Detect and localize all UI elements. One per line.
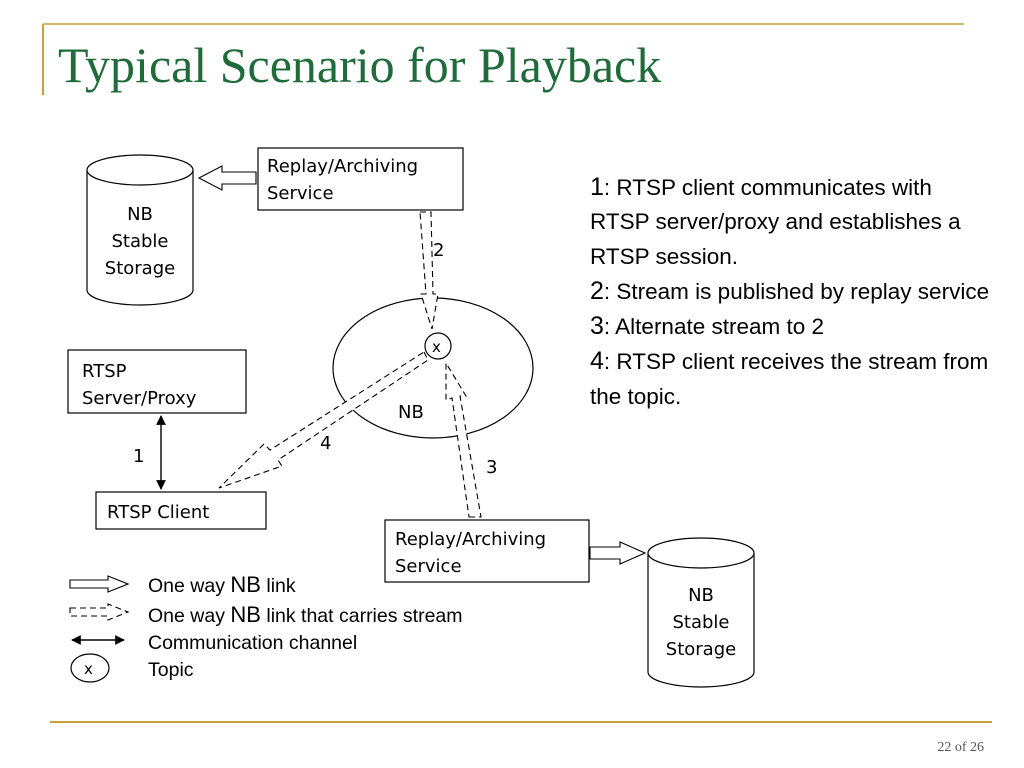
step-4: 4: RTSP client receives the stream from … xyxy=(590,344,990,414)
topic-node-label: x xyxy=(432,338,441,356)
rtsp-server-line1: RTSP xyxy=(82,361,127,382)
step-2-text: : Stream is published by replay service xyxy=(603,278,990,304)
step-description: 1: RTSP client communicates with RTSP se… xyxy=(590,170,990,414)
legend-nb-link-prefix: One way xyxy=(148,575,231,597)
legend-stream-link: One way NB link that carries stream xyxy=(148,602,463,628)
rtsp-server-line2: Server/Proxy xyxy=(82,388,197,409)
nb-link-arrow-bottom xyxy=(589,541,647,565)
replay-service-bottom: Replay/Archiving Service xyxy=(384,519,590,583)
step-2: 2: Stream is published by replay service xyxy=(590,274,990,309)
storage-top-line1: NB xyxy=(127,204,153,225)
rtsp-client-box: RTSP Client xyxy=(95,491,267,530)
page-number: 22 of 26 xyxy=(937,740,984,755)
legend-stream-prefix: One way xyxy=(148,605,231,627)
stream-arrow-4 xyxy=(218,351,429,489)
step-3: 3: Alternate stream to 2 xyxy=(590,309,990,344)
legend-channel: Communication channel xyxy=(148,632,358,654)
arrow-label-1: 1 xyxy=(133,446,144,467)
storage-bottom: NB Stable Storage xyxy=(647,537,755,688)
step-3-number: 3 xyxy=(590,312,604,341)
step-1-number: 1 xyxy=(590,173,604,201)
storage-bottom-line1: NB xyxy=(688,585,714,606)
topic-node xyxy=(424,332,452,360)
storage-top-line3: Storage xyxy=(105,258,175,279)
slide-title: Typical Scenario for Playback xyxy=(58,37,662,93)
arrow-label-3: 3 xyxy=(486,457,497,478)
legend-symbol-stream-link xyxy=(69,603,130,621)
storage-top-line2: Stable xyxy=(111,231,168,252)
stream-arrow-3 xyxy=(445,361,482,518)
replay-service-top-line1: Replay/Archiving xyxy=(267,156,418,177)
legend-symbol-nb-link xyxy=(69,575,130,593)
legend-stream-nb: NB xyxy=(230,602,261,627)
storage-top: NB Stable Storage xyxy=(86,154,194,306)
legend-nb-link-nb: NB xyxy=(230,572,261,597)
legend-symbol-topic: x xyxy=(70,653,110,683)
rtsp-client-label: RTSP Client xyxy=(107,502,209,523)
rtsp-server-box: RTSP Server/Proxy xyxy=(67,349,247,414)
nb-label: NB xyxy=(398,402,424,423)
step-4-number: 4 xyxy=(590,347,604,376)
replay-service-top: Replay/Archiving Service xyxy=(257,147,464,211)
legend-nb-link: One way NB link xyxy=(148,572,296,598)
legend-stream-suffix: link that carries stream xyxy=(260,605,463,627)
step-1: 1: RTSP client communicates with RTSP se… xyxy=(590,170,990,274)
storage-bottom-line3: Storage xyxy=(666,639,736,660)
step-4-text: : RTSP client receives the stream from t… xyxy=(590,349,989,409)
legend-nb-link-suffix: link xyxy=(260,575,296,597)
arrow-label-4: 4 xyxy=(320,433,331,454)
step-1-text: : RTSP client communicates with RTSP ser… xyxy=(590,175,961,269)
storage-bottom-line2: Stable xyxy=(672,612,729,633)
replay-service-bottom-line2: Service xyxy=(395,556,462,577)
stream-arrow-2 xyxy=(419,211,439,330)
step-2-number: 2 xyxy=(590,276,604,305)
step-3-text: : Alternate stream to 2 xyxy=(603,314,825,340)
replay-service-bottom-line1: Replay/Archiving xyxy=(395,529,546,550)
nb-link-arrow-top xyxy=(197,165,257,191)
accent-rules xyxy=(42,23,992,723)
replay-service-top-line2: Service xyxy=(267,183,334,204)
legend-topic-symbol-label: x xyxy=(84,660,93,678)
legend-topic: Topic xyxy=(148,659,194,681)
arrow-label-2: 2 xyxy=(433,240,444,261)
